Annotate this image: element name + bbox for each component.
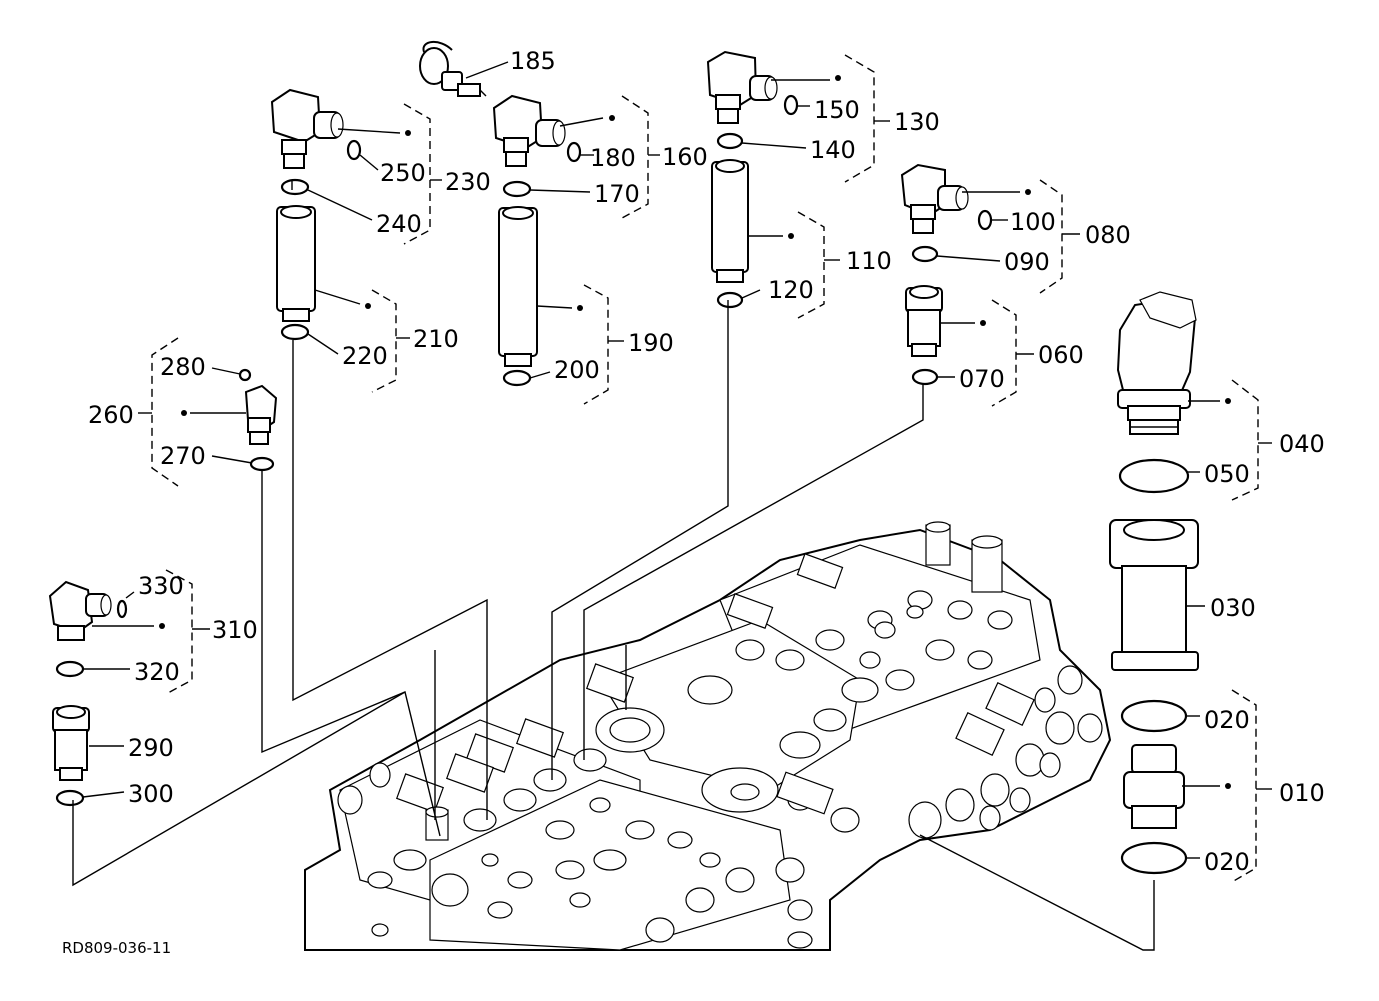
label-230: 230 [445,168,491,196]
part-090-o-ring [911,245,939,263]
part-050-o-ring [1118,458,1190,494]
label-200: 200 [554,356,600,384]
part-140-o-ring [716,132,744,150]
bracket-160 [621,95,649,219]
part-130-elbow [706,50,841,124]
part-170-o-ring [502,180,532,198]
label-020-b: 020 [1204,848,1250,876]
bracket-010 [1231,689,1257,883]
label-070: 070 [959,365,1005,393]
bracket-310 [165,569,193,695]
part-290-adapter [52,705,124,781]
bracket-110 [797,211,825,319]
label-010: 010 [1279,779,1325,807]
label-250: 250 [380,159,426,187]
label-180: 180 [590,144,636,172]
part-110-extension [711,159,794,283]
part-310-elbow [48,580,165,641]
label-110: 110 [846,247,892,275]
label-260: 260 [88,401,134,429]
connection-lines [72,180,1155,951]
label-330: 330 [138,572,184,600]
label-080: 080 [1085,221,1131,249]
valve-top-fittings [859,521,1003,669]
part-120-o-ring [716,291,744,309]
part-040-elbow [1116,291,1231,435]
part-190-extension [498,206,583,367]
part-230-elbow [270,88,411,169]
label-290: 290 [128,734,174,762]
part-220-o-ring [280,323,310,341]
label-185: 185 [510,47,556,75]
bracket-190 [583,284,609,405]
label-090: 090 [1004,248,1050,276]
part-200-o-ring [502,369,532,387]
part-300-o-ring [55,789,85,807]
valve-spools [645,665,1103,943]
part-020-o-ring-b [1120,841,1188,875]
valve-left-fittings [337,553,844,907]
part-210-extension [276,205,371,322]
part-160-elbow [492,94,615,167]
bracket-230 [403,103,431,245]
label-060: 060 [1038,341,1084,369]
label-240: 240 [376,210,422,238]
valve-ports [367,590,1013,949]
label-050: 050 [1204,460,1250,488]
label-310: 310 [212,616,258,644]
part-030-adapter [1109,519,1205,671]
part-070-o-ring [911,368,939,386]
label-170: 170 [594,180,640,208]
label-270: 270 [160,442,206,470]
label-190: 190 [628,329,674,357]
label-030: 030 [1210,594,1256,622]
callout-labels: 010 020 020 030 040 050 060 070 080 090 … [88,47,1325,876]
part-010-connector [1123,744,1231,829]
label-120: 120 [768,276,814,304]
part-260-fitting [181,368,278,445]
label-300: 300 [128,780,174,808]
part-320-o-ring [55,660,85,678]
label-130: 130 [894,108,940,136]
label-020-a: 020 [1204,706,1250,734]
part-060-adapter [905,285,986,357]
label-320: 320 [134,658,180,686]
part-020-o-ring-a [1120,699,1188,733]
label-100: 100 [1010,208,1056,236]
label-040: 040 [1279,430,1325,458]
bracket-210 [371,289,397,393]
control-valve-assembly [304,521,1112,951]
bracket-040 [1231,379,1259,501]
bracket-130 [844,54,875,183]
label-160: 160 [662,143,708,171]
drawing-code: RD809-036-11 [62,939,171,957]
label-220: 220 [342,342,388,370]
label-140: 140 [810,136,856,164]
label-150: 150 [814,96,860,124]
part-240-o-ring [280,178,310,196]
bracket-260 [151,337,179,487]
part-080-elbow [900,163,1031,234]
label-280: 280 [160,353,206,381]
part-185-cap [419,41,509,97]
bracket-080 [1039,179,1063,294]
label-210: 210 [413,325,459,353]
part-270-o-ring [249,456,275,472]
